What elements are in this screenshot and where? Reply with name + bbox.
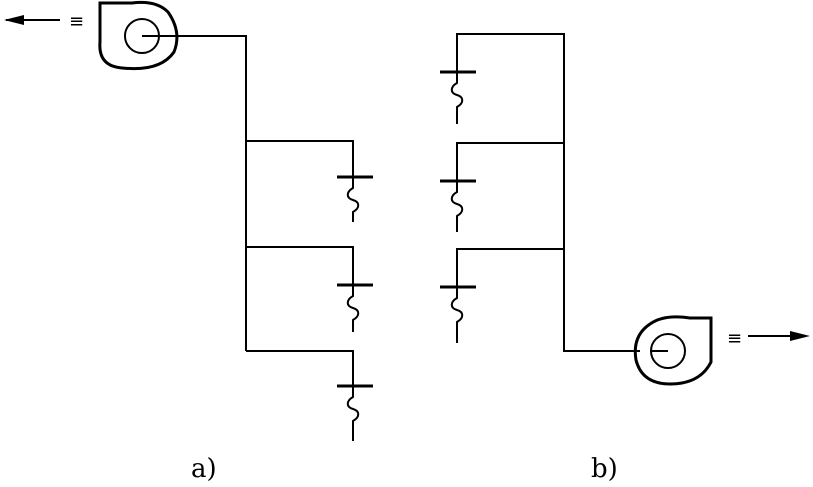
hood-icon bbox=[440, 179, 476, 232]
flow-arrow-icon bbox=[748, 331, 810, 341]
hood-icon bbox=[440, 285, 476, 343]
duct-network bbox=[456, 33, 640, 352]
outlet-symbol: ≡ bbox=[69, 11, 84, 32]
caption-b: b) bbox=[591, 454, 618, 484]
hood-icon bbox=[337, 283, 373, 332]
caption-a: a) bbox=[191, 454, 217, 484]
system-b: ≡ bbox=[440, 33, 810, 386]
outlet-symbol: ≡ bbox=[727, 328, 742, 349]
duct-network bbox=[158, 35, 354, 385]
hood-icon bbox=[337, 384, 373, 441]
hood-icon bbox=[440, 70, 476, 124]
system-a: ≡ bbox=[4, 0, 373, 441]
centrifugal-fan-icon bbox=[633, 315, 713, 386]
flow-arrow-icon bbox=[4, 15, 60, 25]
hood-icon bbox=[337, 175, 373, 222]
